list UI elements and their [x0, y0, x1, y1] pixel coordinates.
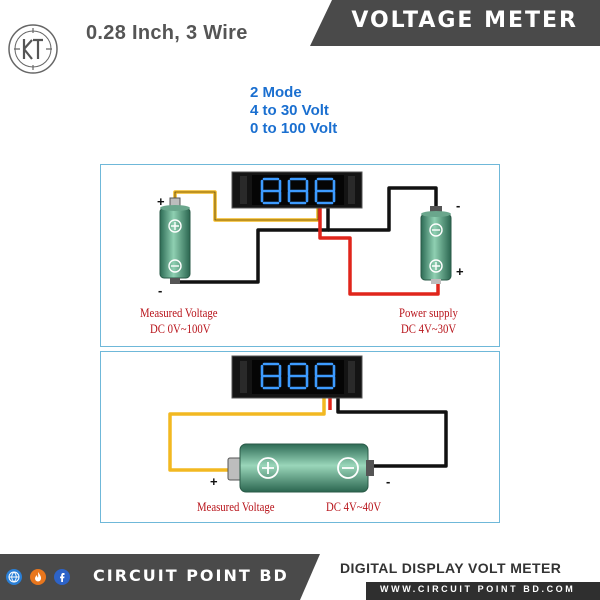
measured-voltage-label-2: Measured Voltage — [197, 500, 275, 514]
facebook-icon[interactable] — [54, 569, 70, 585]
mode-line-1: 2 Mode — [250, 84, 302, 101]
minus-sign-2: - — [456, 198, 461, 213]
globe-icon[interactable] — [6, 569, 22, 585]
fire-icon[interactable] — [30, 569, 46, 585]
power-range-label: DC 4V~30V — [401, 322, 457, 336]
spec-text: 0.28 Inch, 3 Wire — [86, 22, 248, 44]
measured-range-label-2: DC 4V~40V — [326, 500, 382, 514]
battery-left-1 — [159, 197, 191, 284]
mode-line-3: 0 to 100 Volt — [250, 120, 338, 137]
measured-voltage-label-1: Measured Voltage — [140, 306, 218, 320]
battery-right-1 — [420, 206, 452, 284]
wire-black-1 — [176, 206, 330, 284]
wire-black-3 — [336, 396, 448, 468]
battery-horizontal — [227, 443, 374, 493]
minus-sign-1: - — [158, 283, 163, 298]
wire-yellow-2 — [168, 396, 326, 472]
mode-line-2: 4 to 30 Volt — [250, 102, 329, 119]
modes-list: 2 Mode 4 to 30 Volt 0 to 100 Volt — [250, 84, 337, 138]
footer-bar — [0, 554, 320, 600]
title-banner — [310, 0, 600, 46]
power-supply-label: Power supply — [399, 306, 458, 320]
plus-sign-3: + — [210, 474, 218, 489]
minus-sign-3: - — [386, 474, 391, 489]
website-url[interactable]: WWW.CIRCUIT POINT BD.COM — [380, 584, 576, 594]
measured-range-label-1: DC 0V~100V — [150, 322, 211, 336]
brand-name: CIRCUIT POINT BD — [93, 566, 289, 585]
url-bar — [366, 582, 600, 600]
plus-sign-2: + — [456, 264, 464, 279]
page-title: VOLTAGE METER — [351, 8, 578, 33]
plus-sign-1: + — [157, 194, 165, 209]
kt-logo-icon — [8, 24, 58, 74]
wire-black-2 — [328, 186, 438, 232]
wire-red-1 — [318, 206, 440, 296]
product-subtitle: DIGITAL DISPLAY VOLT METER — [340, 560, 562, 576]
